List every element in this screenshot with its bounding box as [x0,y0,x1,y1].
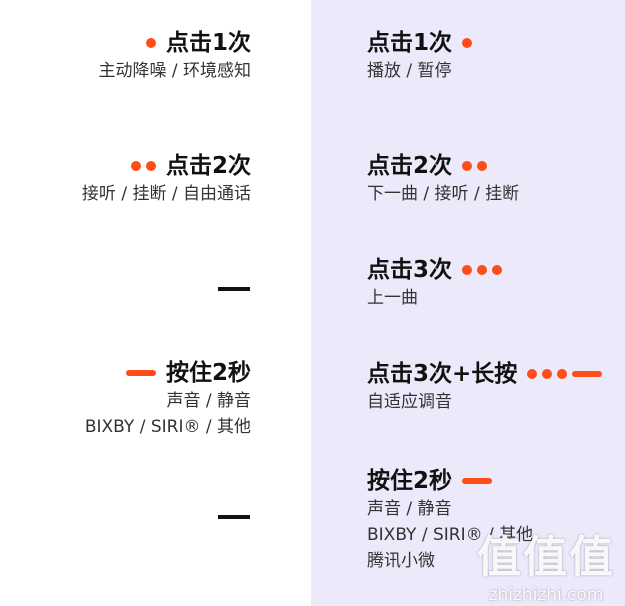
left-gesture-hold-2s: 按住2秒 声音 / 静音 BIXBY / SIRI® / 其他 [85,358,251,440]
gesture-desc: 接听 / 挂断 / 自由通话 [81,184,251,204]
right-gesture-tap-3-hold: 点击3次+长按 自适应调音 [367,359,603,415]
right-gesture-tap-2: 点击2次 下一曲 / 接听 / 挂断 [367,151,519,207]
gesture-title: 按住2秒 [367,468,453,494]
watermark-site: zhizhizhi.com [488,585,604,605]
hold-dash-icon [462,478,493,484]
gesture-desc: 播放 / 暂停 [367,61,452,81]
right-gesture-tap-3: 点击3次 上一曲 [367,255,503,311]
gesture-desc: 自适应调音 [367,392,452,412]
site-watermark: 值值值 zhizhizhi.com [477,532,615,606]
no-action-dash-icon [218,287,250,291]
triple-tap-dots-icon [462,265,503,275]
gesture-title: 点击1次 [367,30,453,56]
triple-tap-hold-icon [527,369,603,379]
right-gesture-hold-2s: 按住2秒 声音 / 静音 BIXBY / SIRI® / 其他 腾讯小微 [367,466,533,574]
left-gesture-tap-2: 点击2次 接听 / 挂断 / 自由通话 [82,151,251,207]
single-tap-dot-icon [462,38,473,48]
gesture-title: 按住2秒 [165,360,251,386]
hold-dash-icon [125,370,156,376]
gesture-desc: 下一曲 / 接听 / 挂断 [367,184,520,204]
double-tap-dots-icon [130,161,156,171]
gesture-title: 点击1次 [165,30,251,56]
gesture-desc: 腾讯小微 [367,551,435,571]
gesture-desc: 声音 / 静音 [166,391,251,411]
gesture-title: 点击2次 [367,153,453,179]
right-panel [311,0,625,606]
left-gesture-tap-1: 点击1次 主动降噪 / 环境感知 [98,28,251,84]
no-action-dash-icon [218,515,250,519]
double-tap-dots-icon [462,161,488,171]
gesture-title: 点击3次+长按 [367,361,518,387]
gesture-desc: 主动降噪 / 环境感知 [98,61,251,81]
gesture-desc: BIXBY / SIRI® / 其他 [367,525,534,545]
watermark-logo: 值值值 [477,532,615,583]
single-tap-dot-icon [145,38,156,48]
gesture-desc: 上一曲 [367,288,418,308]
gesture-desc: BIXBY / SIRI® / 其他 [84,417,251,437]
right-gesture-tap-1: 点击1次 播放 / 暂停 [367,28,473,84]
gesture-title: 点击3次 [367,257,453,283]
gesture-desc: 声音 / 静音 [367,499,452,519]
gesture-title: 点击2次 [165,153,251,179]
